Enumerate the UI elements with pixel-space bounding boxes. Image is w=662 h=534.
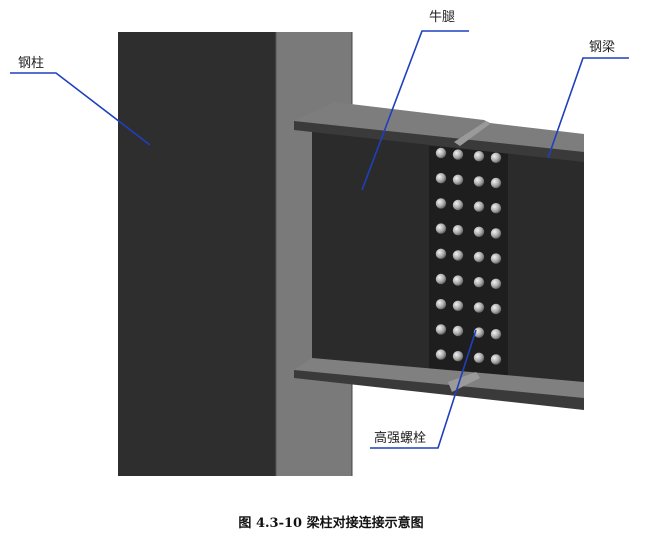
bolt-head [490,278,502,289]
bolt-head [435,273,447,285]
bolt-head [490,329,502,340]
bolt-head [435,198,447,209]
bolt-head [490,354,502,365]
bolt-head [490,177,502,189]
bolt-head [473,251,485,263]
bottom-flange-edge [294,370,584,410]
bolt-head [435,147,447,159]
label-corbel: 牛腿 [429,10,456,25]
top-flange-gap [454,121,490,146]
bolt-head [473,352,485,363]
top-flange-surface [294,102,584,158]
bolt-group [435,147,502,365]
bolt-head [452,275,464,286]
bolt-head [452,174,464,185]
bolt-head [452,351,464,362]
bolt-head [435,299,447,310]
label-steel-beam: 钢梁 [589,40,616,55]
bottom-flange-surface [294,358,584,400]
bolt-head [435,223,447,234]
bolt-head [435,248,447,259]
leader-line-beam [547,57,629,159]
bottom-flange-gap [448,372,480,392]
bolt-head [452,225,464,236]
bolt-head [490,203,502,214]
bolt-head [490,152,502,163]
bolt-head [435,349,447,360]
bolt-head [452,149,464,160]
bolt-head [473,302,485,313]
figure-caption: 图 4.3-10 梁柱对接连接示意图 [238,516,424,531]
bolt-head [452,250,464,261]
bolt-head [473,226,485,237]
leader-line-column [10,72,151,146]
bolt-head [490,303,502,315]
bolt-head [435,324,447,335]
leader-line-bolts [370,329,477,449]
bolt-head [490,253,502,264]
bolt-head [435,173,447,184]
splice-plate [429,146,508,380]
bolt-head [452,325,464,337]
bolt-head [473,277,485,288]
bolt-head [473,151,485,162]
bolt-head [473,327,485,338]
leader-line-corbel [361,30,469,191]
bolt-head [452,300,464,311]
steel-column-face [118,32,276,476]
bolt-head [473,201,485,212]
bolt-head [490,228,502,239]
label-high-strength-bolts: 高强螺栓 [374,431,427,446]
label-steel-column: 钢柱 [18,56,45,71]
bolt-head [473,176,485,187]
bolt-head [452,199,464,211]
top-flange-edge [294,121,584,162]
